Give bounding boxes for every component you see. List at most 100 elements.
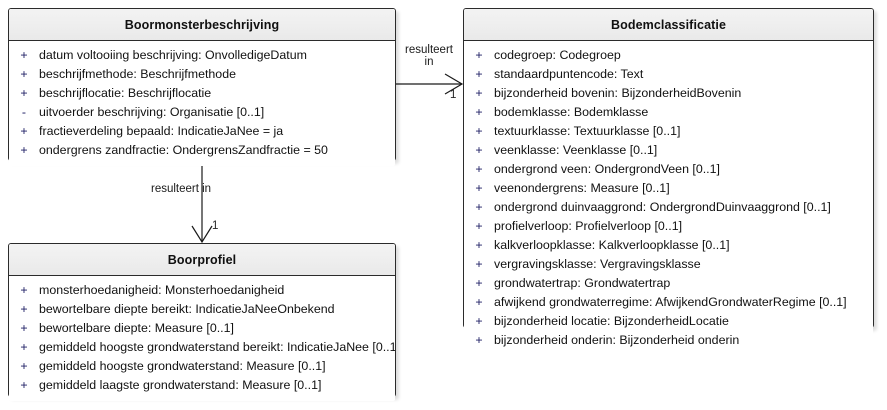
attribute-row[interactable]: -uitvoerder beschrijving: Organisatie [0… [9,103,395,122]
attribute-label: gemiddeld hoogste grondwaterstand: Measu… [39,359,326,373]
attribute-label: grondwatertrap: Grondwatertrap [494,276,671,290]
uml-class-boorprofiel[interactable]: Boorprofiel + monsterhoedanigheid: Monster… [8,243,396,401]
attribute-row[interactable]: + profielverloop: Profielverloop [0..1] [464,217,873,236]
visibility-marker: + [475,143,483,157]
class-title-boorprofiel: Boorprofiel [9,244,395,276]
attribute-row[interactable]: + vergravingsklasse: Vergravingsklasse [464,255,873,274]
attribute-row[interactable]: + veenondergrens: Measure [0..1] [464,179,873,198]
attribute-label: bijzonderheid bovenin: BijzonderheidBove… [494,86,742,100]
attribute-row[interactable]: + afwijkend grondwaterregime: AfwijkendGr… [464,293,873,312]
attribute-label: gemiddeld laagste grondwaterstand: Measu… [39,378,322,392]
visibility-marker: + [20,340,28,354]
attribute-label: veenondergrens: Measure [0..1] [494,181,670,195]
attribute-row[interactable]: +bewortelbare diepte bereikt: IndicatieJ… [9,300,395,319]
visibility-marker: + [20,359,28,373]
attribute-label: standaardpuntencode: Text [494,67,644,81]
attribute-row[interactable]: + gemiddeld hoogste grondwaterstand: Meas… [9,357,395,376]
visibility-marker: + [475,200,483,214]
attribute-label: ondergrond duinvaaggrond: OndergrondDuin… [494,200,831,214]
visibility-marker: + [20,378,28,392]
visibility-marker: + [20,48,28,62]
attribute-label: kalkverloopklasse: Kalkverloopklasse [0.… [494,238,730,252]
attribute-label: ondergrond veen: OndergrondVeen [0..1] [494,162,720,176]
attribute-row[interactable]: + beschrijflocatie: Beschrijflocatie [9,84,395,103]
connector-resulteert-in-boorprofiel[interactable] [191,161,213,244]
attribute-label: profielverloop: Profielverloop [0..1] [494,219,683,233]
visibility-marker: + [475,295,483,309]
attribute-label: bewortelbare diepte: Measure [0..1] [39,321,234,335]
visibility-marker: + [20,124,28,138]
visibility-marker: + [20,143,28,157]
visibility-marker: + [20,86,28,100]
visibility-marker: + [20,321,28,335]
visibility-marker: + [475,219,483,233]
attribute-row[interactable]: + ondergrond duinvaaggrond: OndergrondDui… [464,198,873,217]
attribute-row[interactable]: + grondwatertrap: Grondwatertrap [464,274,873,293]
attribute-label: uitvoerder beschrijving: Organisatie [0.… [39,105,265,119]
class-title-bodemclassificatie: Bodemclassificatie [464,9,873,41]
attribute-row[interactable]: + datum voltooiing beschrijving: Onvolled… [9,46,395,65]
visibility-marker: + [475,124,483,138]
visibility-marker: + [475,48,483,62]
visibility-marker: + [475,276,483,290]
attribute-row[interactable]: + bodemklasse: Bodemklasse [464,103,873,122]
uml-class-bodemclassificatie[interactable]: Bodemclassificatie+codegroep: Codegroep+… [463,8,874,356]
attribute-label: beschrijfmethode: Beschrijfmethode [39,67,236,81]
attribute-row[interactable]: + kalkverloopklasse: Kalkverloopklasse [0… [464,236,873,255]
attribute-label: textuurklasse: Textuurklasse [0..1] [494,124,681,138]
attribute-label: bodemklasse: Bodemklasse [494,105,649,119]
attribute-row[interactable]: + bijzonderheid bovenin: BijzonderheidBov… [464,84,873,103]
visibility-marker: + [475,67,483,81]
attribute-label: vergravingsklasse: Vergravingsklasse [494,257,701,271]
attribute-row[interactable]: + veenklasse: Veenklasse [0..1] [464,141,873,160]
connector-label-line2: in [424,56,434,68]
attribute-label: veenklasse: Veenklasse [0..1] [494,143,658,157]
attribute-row[interactable]: + fractieverdeling bepaald: IndicatieJaNe… [9,122,395,141]
visibility-marker: + [475,314,483,328]
visibility-marker: + [20,67,28,81]
attribute-row[interactable]: + standaardpuntencode: Text [464,65,873,84]
attribute-row[interactable]: + bewortelbare diepte: Measure [0..1] [9,319,395,338]
visibility-marker: + [475,257,483,271]
multiplicity-bodemclassificatie: 1 [450,89,457,101]
attribute-label: datum voltooiing beschrijving: Onvolledi… [39,48,307,62]
attribute-row[interactable]: + bijzonderheid locatie: BijzonderheidLoc… [464,312,873,331]
attribute-label: ondergrens zandfractie: OndergrensZandfr… [39,143,328,157]
visibility-marker: + [20,283,28,297]
attribute-label: afwijkend grondwaterregime: AfwijkendGro… [494,295,847,309]
visibility-marker: + [475,181,483,195]
attribute-row[interactable]: + gemiddeld hoogste grondwaterstand berei… [9,338,395,357]
attribute-row[interactable]: + ondergrond veen: OndergrondVeen [0..1] [464,160,873,179]
attribute-row[interactable]: + codegroep: Codegroep [464,46,873,65]
visibility-marker: + [475,86,483,100]
attribute-label: codegroep: Codegroep [494,48,621,62]
connector-label-resulteert-in-bodemclassificatie: resulteert in [396,44,462,68]
attribute-row[interactable]: + bijzonderheid onderin: Bijzonderheid on… [464,331,873,350]
attribute-row[interactable]: + monsterhoedanigheid: Monsterhoedanighei… [9,281,395,300]
connector-label-resulteert-in-boorprofiel: resulteert in [151,183,212,195]
attribute-label: bijzonderheid onderin: Bijzonderheid ond… [494,333,740,347]
attribute-row[interactable]: + ondergrens zandfractie: OndergrensZandf… [9,141,395,160]
class-attributes-boorprofiel: + monsterhoedanigheid: Monsterhoedanighei… [9,276,395,401]
visibility-marker: + [475,333,483,347]
visibility-marker: + [475,238,483,252]
visibility-marker: + [475,105,483,119]
connector-label-line1: resulteert [405,44,453,56]
uml-class-boormonsterbeschrijving[interactable]: Boormonsterbeschrijving + datum voltooiing… [8,8,396,166]
attribute-label: gemiddeld hoogste grondwaterstand bereik… [39,340,395,354]
multiplicity-boorprofiel: 1 [212,220,219,232]
visibility-marker: + [475,162,483,176]
class-title-boormonsterbeschrijving: Boormonsterbeschrijving [9,9,395,41]
attribute-row[interactable]: + gemiddeld laagste grondwaterstand: Meas… [9,376,395,395]
class-attributes-boormonsterbeschrijving: + datum voltooiing beschrijving: Onvolled… [9,41,395,166]
visibility-marker: - [21,105,27,119]
class-attributes-bodemclassificatie: + codegroep: Codegroep + standaardpuntencod… [464,41,873,356]
attribute-label: beschrijflocatie: Beschrijflocatie [39,86,212,100]
attribute-row[interactable]: + beschrijfmethode: Beschrijfmethode [9,65,395,84]
attribute-row[interactable]: + textuurklasse: Textuurklasse [0..1] [464,122,873,141]
attribute-label: bijzonderheid locatie: BijzonderheidLoca… [494,314,729,328]
attribute-label: monsterhoedanigheid: Monsterhoedanigheid [39,283,285,297]
attribute-label: bewortelbare diepte bereikt: IndicatieJa… [39,302,335,316]
attribute-label: fractieverdeling bepaald: IndicatieJaNee… [39,124,284,138]
